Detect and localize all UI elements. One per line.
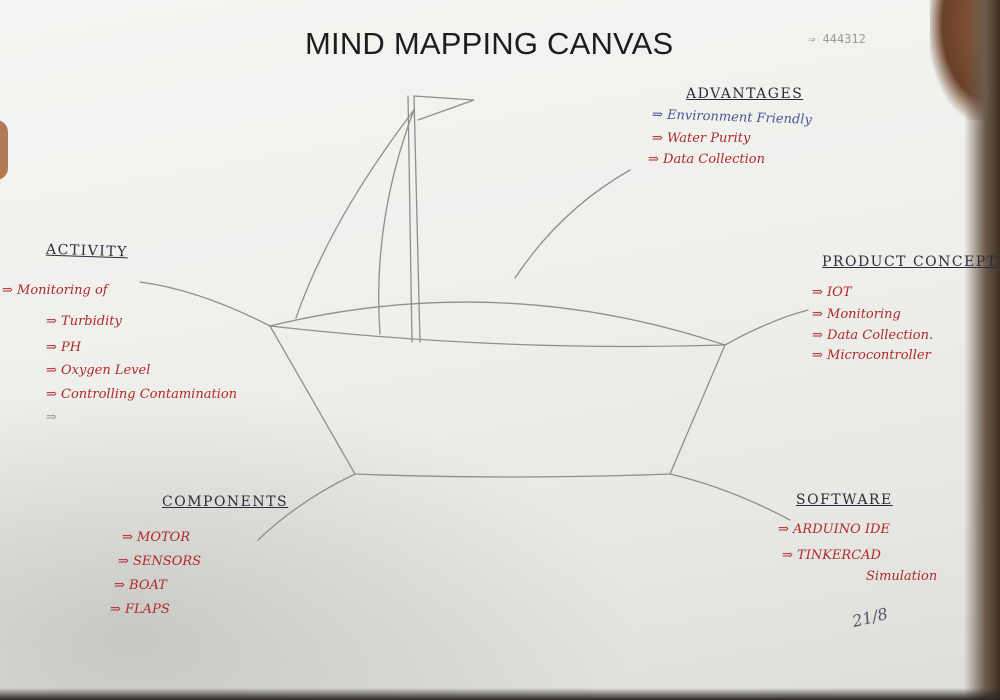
software-heading: SOFTWARE [796,492,893,508]
activity-intro: ⇒ Monitoring of [2,283,108,298]
activity-item-turbidity: ⇒ Turbidity [46,314,122,329]
flag [413,95,475,121]
mast [413,95,421,343]
components-heading: COMPONENTS [162,494,289,510]
advantages-item-3: ⇒ Data Collection [648,152,765,167]
product-concept-item-data: ⇒ Data Collection. [812,328,934,343]
page-title: MIND MAPPING CANVAS [305,26,674,61]
advantages-item-2: ⇒ Water Purity [652,131,751,146]
branch-software [669,473,791,521]
branch-components [257,473,356,541]
bottom-edge [0,688,1000,700]
sail-right [378,109,415,335]
table-edge [964,0,1000,700]
finger [0,120,8,180]
components-item-boat: ⇒ BOAT [114,578,167,593]
activity-heading: ACTIVITY [45,241,129,261]
mast-2 [407,95,413,343]
activity-item-contamination: ⇒ Controlling Contamination [46,387,238,402]
product-concept-heading: PRODUCT CONCEPT [822,254,998,270]
product-concept-item-micro: ⇒ Microcontroller [812,348,931,363]
product-concept-item-monitoring: ⇒ Monitoring [812,307,901,322]
software-item-arduino: ⇒ ARDUINO IDE [778,522,890,537]
activity-item-ph: ⇒ PH [46,340,82,355]
serial-number: ⇒ 444312 [808,32,866,46]
advantages-heading: ADVANTAGES [686,86,804,102]
product-concept-item-iot: ⇒ IOT [812,285,852,300]
components-item-motor: ⇒ MOTOR [122,530,191,545]
hull-rim-inner [269,325,726,348]
hand-shadow [0,380,640,700]
hull-body [269,325,726,478]
software-item-tinkercad: ⇒ TINKERCAD [782,548,881,563]
branch-activity [139,281,271,327]
activity-item-empty: ⇒ [46,410,57,425]
sail-left [295,109,415,319]
components-item-sensors: ⇒ SENSORS [118,554,202,569]
branch-product-concept [724,309,809,346]
hull-rim [269,301,726,346]
activity-item-oxygen: ⇒ Oxygen Level [46,363,151,378]
branch-advantages [514,169,631,279]
components-item-flaps: ⇒ FLAPS [110,602,170,617]
software-item-simulation: Simulation [866,569,938,584]
